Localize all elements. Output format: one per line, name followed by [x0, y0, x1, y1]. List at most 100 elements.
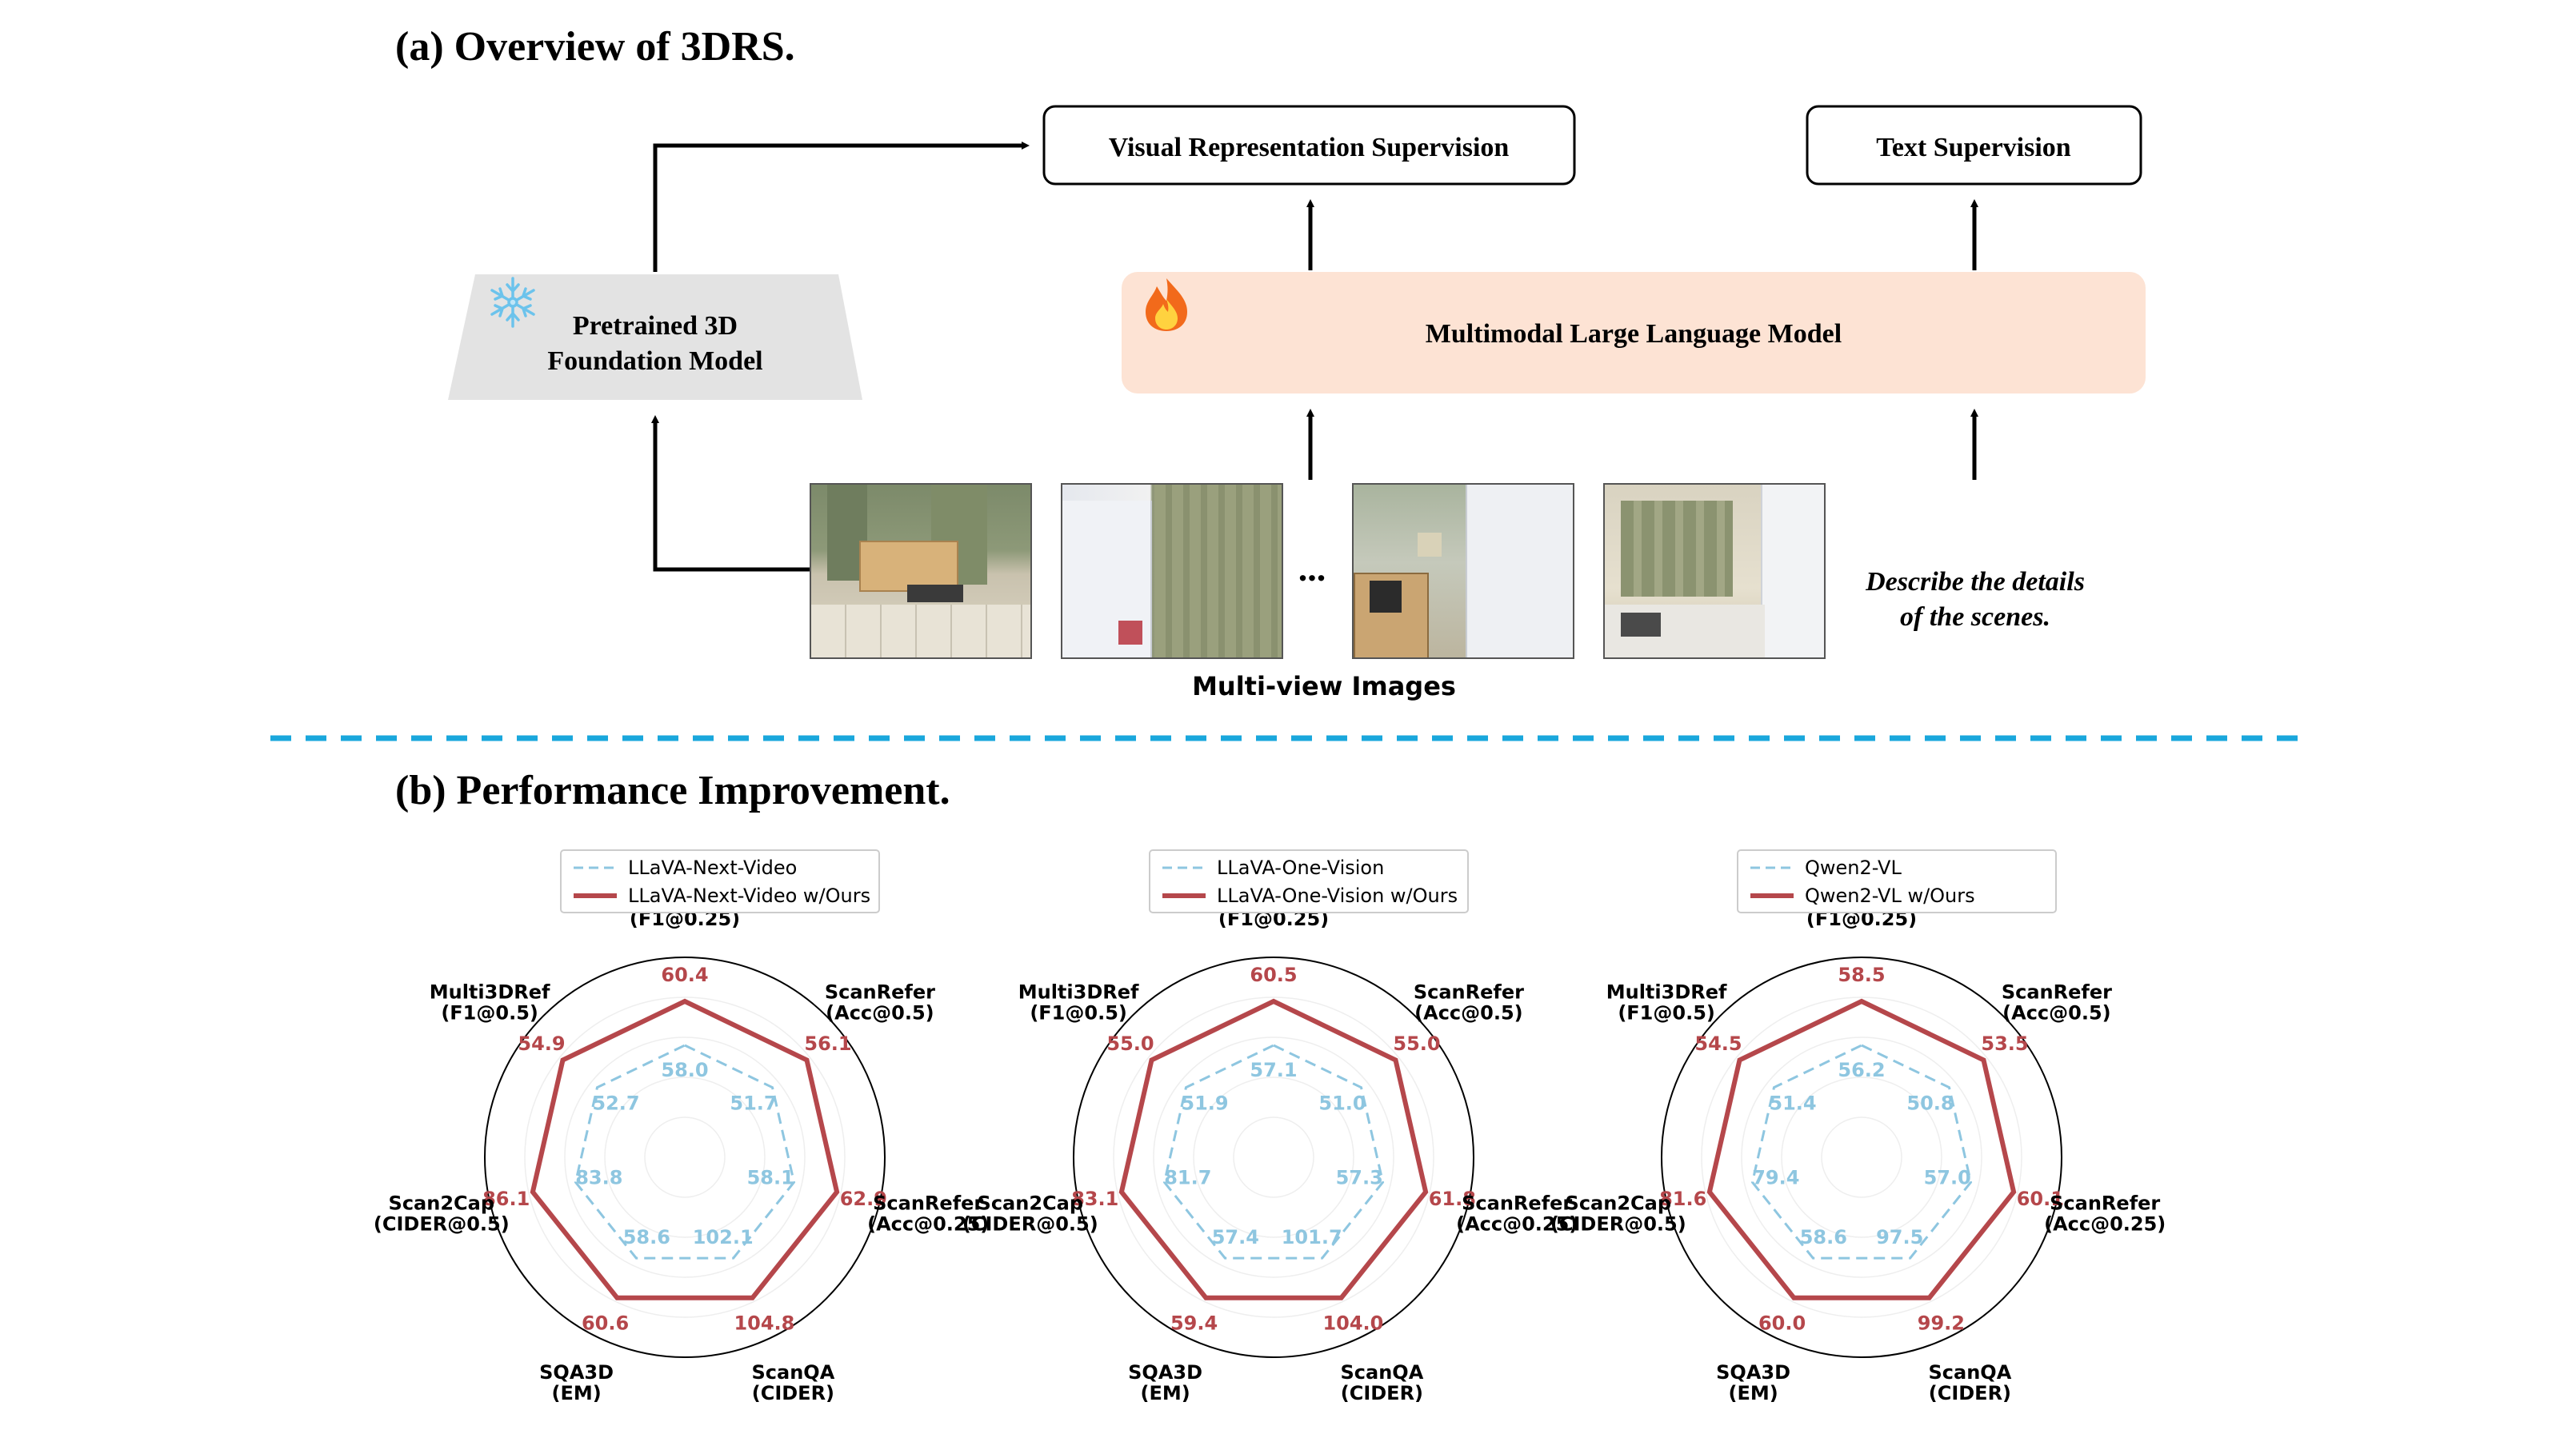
axis-label: SQA3D [1716, 1361, 1790, 1384]
baseline-value-label: 83.8 [575, 1167, 622, 1189]
axis-label-metric: (CIDER) [1929, 1382, 2011, 1404]
ours-series-line [1706, 998, 2017, 1300]
ours-value-label: 53.5 [1981, 1033, 2028, 1055]
ours-value-label: 55.0 [1393, 1033, 1440, 1055]
baseline-value-label: 51.7 [730, 1092, 777, 1114]
radar-grid-ring [1193, 1076, 1354, 1238]
legend-baseline-label: LLaVA-One-Vision [1217, 857, 1384, 879]
radar-chart-3: 56.250.857.097.558.679.451.458.553.560.1… [1550, 849, 2166, 1404]
axis-label-metric: (CIDER) [1341, 1382, 1423, 1404]
images-ellipsis: ... [1298, 548, 1326, 589]
radar-grid-ring [1781, 1076, 1942, 1238]
axis-label-metric: (Acc@0.25) [1456, 1212, 1578, 1235]
axis-label-metric: (CIDER) [752, 1382, 834, 1404]
legend-baseline-label: LLaVA-Next-Video [628, 857, 797, 879]
axis-label-metric: (CIDER@0.5) [962, 1212, 1098, 1235]
radar-grid-ring [1153, 1037, 1394, 1278]
ours-series-line [530, 998, 840, 1300]
legend-ours-label: LLaVA-Next-Video w/Ours [628, 885, 870, 907]
visual-supervision-box: Visual Representation Supervision [1042, 105, 1576, 186]
baseline-value-label: 57.3 [1336, 1167, 1383, 1189]
baseline-value-label: 52.7 [592, 1092, 639, 1114]
axis-label-metric: (CIDER@0.5) [374, 1212, 510, 1235]
prompt-line2: of the scenes. [1900, 602, 2050, 632]
baseline-series-line [574, 1044, 796, 1260]
ours-value-label: 58.5 [1838, 964, 1885, 986]
ours-value-label: 104.8 [734, 1312, 794, 1334]
axis-label-metric: (F1@0.5) [441, 1002, 538, 1025]
axis-label-metric: (Acc@0.5) [1414, 1002, 1522, 1025]
radar-grid-ring [564, 1037, 806, 1278]
ours-value-label: 83.1 [1071, 1188, 1118, 1210]
axis-label: Scan2Cap [978, 1192, 1083, 1214]
baseline-series-line [1162, 1044, 1385, 1260]
axis-label-metric: (Acc@0.25) [867, 1212, 989, 1235]
axis-label-metric: (Acc@0.5) [826, 1002, 934, 1025]
scene-image-4 [1603, 483, 1826, 659]
baseline-value-label: 79.4 [1752, 1167, 1799, 1189]
baseline-value-label: 58.6 [1800, 1226, 1847, 1248]
axis-label: Scan2Cap [1566, 1192, 1671, 1214]
foundation-model-label-line1: Pretrained 3D [573, 311, 738, 341]
legend-ours-label: LLaVA-One-Vision w/Ours [1217, 885, 1458, 907]
ours-value-label: 81.6 [1659, 1188, 1706, 1210]
ours-value-label: 54.9 [518, 1033, 565, 1055]
radar-grid-ring [1701, 997, 2022, 1318]
multi-view-images-label: Multi-view Images [1192, 671, 1456, 701]
axis-label-metric: (EM) [1140, 1382, 1190, 1404]
axis-label: Scan2Cap [389, 1192, 494, 1214]
ours-value-label: 86.1 [482, 1188, 530, 1210]
ours-value-label: 59.4 [1170, 1312, 1218, 1334]
scene-image-3 [1352, 483, 1574, 659]
axis-label-metric: (CIDER@0.5) [1550, 1212, 1686, 1235]
fire-icon [1146, 278, 1187, 331]
axis-label: ScanRefer [2050, 1192, 2160, 1214]
baseline-value-label: 58.0 [661, 1059, 708, 1081]
baseline-value-label: 57.1 [1250, 1059, 1297, 1081]
text-supervision-box: Text Supervision [1806, 105, 2142, 186]
baseline-value-label: 51.0 [1318, 1092, 1366, 1114]
baseline-value-label: 102.1 [693, 1226, 754, 1248]
baseline-value-label: 51.9 [1181, 1092, 1228, 1114]
baseline-value-label: 101.7 [1282, 1226, 1342, 1248]
radar-legend: Qwen2-VL Qwen2-VL w/Ours [1737, 849, 2057, 913]
axis-label: ScanQA [752, 1361, 835, 1384]
ours-value-label: 99.2 [1918, 1312, 1965, 1334]
radar-grid-ring [524, 997, 846, 1318]
axis-label-metric: (F1@0.5) [1618, 1002, 1715, 1025]
axis-label: ScanRefer [1462, 1192, 1572, 1214]
baseline-value-label: 58.6 [623, 1226, 670, 1248]
axis-label: Multi3DRef [1018, 981, 1139, 1004]
baseline-value-label: 81.7 [1164, 1167, 1211, 1189]
legend-baseline-label: Qwen2-VL [1805, 857, 1902, 879]
section-b-title: (b) Performance Improvement. [395, 768, 950, 813]
axis-label-metric: (Acc@0.5) [2002, 1002, 2110, 1025]
legend-ours-label: Qwen2-VL w/Ours [1805, 885, 1975, 907]
axis-label: Multi3DRef [1606, 981, 1727, 1004]
axis-label: ScanQA [1929, 1361, 2012, 1384]
ours-series-line [1118, 998, 1429, 1300]
section-a-title: (a) Overview of 3DRS. [395, 24, 795, 70]
radar-chart-1: 58.051.758.1102.158.683.852.760.456.162.… [374, 849, 989, 1404]
ours-value-label: 60.4 [661, 964, 708, 986]
axis-label: ScanRefer [873, 1192, 983, 1214]
ours-value-label: 60.1 [2017, 1188, 2064, 1210]
visual-supervision-label: Visual Representation Supervision [1109, 133, 1510, 162]
ours-value-label: 62.9 [840, 1188, 887, 1210]
baseline-value-label: 57.0 [1924, 1167, 1971, 1189]
foundation-model-block: Pretrained 3D Foundation Model [448, 274, 862, 400]
axis-label-metric: (EM) [1728, 1382, 1778, 1404]
radar-grid-ring [1821, 1116, 1902, 1198]
axis-label-metric: (F1@0.5) [1030, 1002, 1127, 1025]
radar-outer-circle [484, 957, 886, 1358]
baseline-value-label: 51.4 [1769, 1092, 1816, 1114]
radar-grid-ring [1113, 997, 1434, 1318]
mllm-block: Multimodal Large Language Model [1122, 272, 2146, 393]
ours-value-label: 56.1 [804, 1033, 851, 1055]
mllm-label: Multimodal Large Language Model [1426, 319, 1842, 349]
axis-label-metric: (Acc@0.25) [2044, 1212, 2166, 1235]
